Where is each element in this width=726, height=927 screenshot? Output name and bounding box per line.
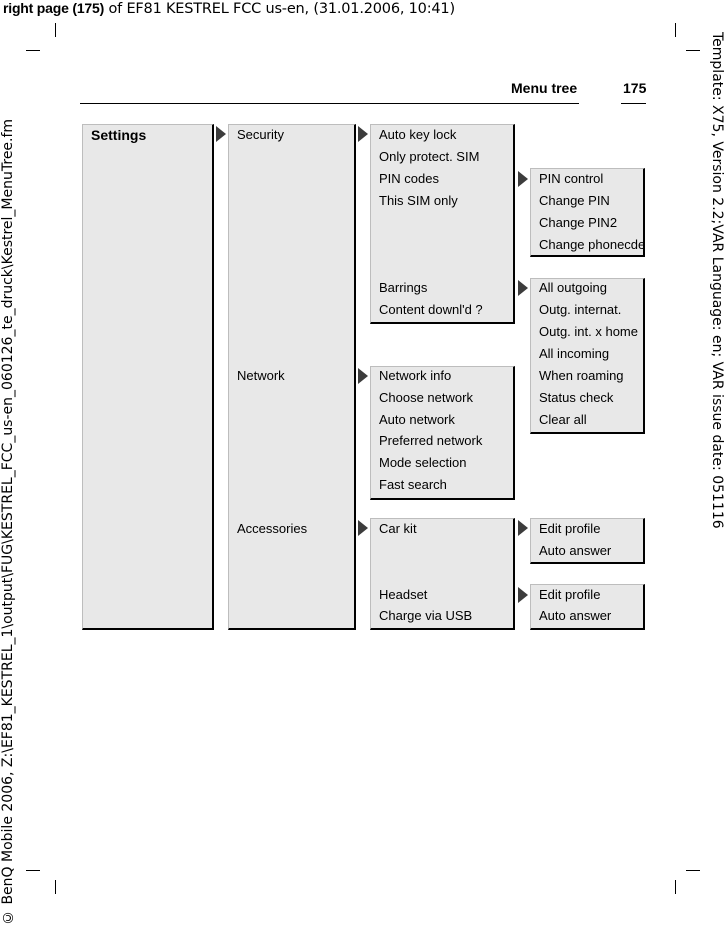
menu-item-security: Security	[237, 127, 284, 142]
arrow-right-icon	[518, 520, 528, 536]
crop-mark	[55, 23, 56, 37]
menu-item-network: Network	[237, 368, 285, 383]
menu-item-accessories: Accessories	[237, 521, 308, 536]
copyright-path: © BenQ Mobile 2006, Z:\EF81_KESTREL_1\ou…	[0, 118, 16, 925]
crop-mark	[26, 870, 40, 871]
menu-item-headset-auto-answer: Auto answer	[539, 608, 612, 623]
crop-mark	[55, 880, 56, 894]
headset-box	[530, 584, 645, 630]
menu-item-mode-selection: Mode selection	[379, 455, 467, 470]
menu-item-change-pin2: Change PIN2	[539, 215, 618, 230]
menu-item-settings: Settings	[91, 127, 147, 143]
arrow-right-icon	[216, 126, 226, 142]
crop-mark	[675, 880, 676, 894]
arrow-right-icon	[358, 520, 368, 536]
menu-item-charge-via-usb: Charge via USB	[379, 608, 473, 623]
menu-item-pin-control: PIN control	[539, 171, 604, 186]
pin-codes-box	[530, 168, 645, 257]
crop-mark	[686, 50, 700, 51]
running-head: right page (175) of EF81 KESTREL FCC us-…	[3, 0, 455, 17]
menu-item-change-phonecode: Change phonecde	[539, 237, 646, 252]
arrow-right-icon	[518, 171, 528, 187]
running-head-text: of EF81 KESTREL FCC us-en, (31.01.2006, …	[104, 1, 455, 17]
header-rule	[80, 103, 646, 104]
car-kit-box	[530, 518, 645, 564]
accessories-box	[370, 518, 515, 630]
menu-item-only-protect-sim: Only protect. SIM	[379, 149, 480, 164]
header-rule-gap	[579, 100, 621, 104]
arrow-right-icon	[518, 587, 528, 603]
arrow-right-icon	[358, 126, 368, 142]
menu-item-change-pin: Change PIN	[539, 193, 610, 208]
menu-item-headset: Headset	[379, 587, 428, 602]
template-info: Template: X75, Version 2.2;VAR Language:…	[709, 32, 725, 529]
menu-item-headset-edit-profile: Edit profile	[539, 587, 601, 602]
menu-item-outg-internat: Outg. internat.	[539, 302, 622, 317]
menu-item-car-kit: Car kit	[379, 521, 417, 536]
security-box	[370, 124, 515, 324]
menu-item-auto-key-lock: Auto key lock	[379, 127, 457, 142]
settings-box	[82, 124, 214, 630]
menu-item-fast-search: Fast search	[379, 477, 447, 492]
arrow-right-icon	[358, 368, 368, 384]
menu-item-car-kit-auto-answer: Auto answer	[539, 543, 612, 558]
menu-item-network-info: Network info	[379, 368, 452, 383]
menu-item-auto-network: Auto network	[379, 412, 455, 427]
menu-item-preferred-network: Preferred network	[379, 433, 483, 448]
network-box	[370, 366, 515, 500]
crop-mark	[686, 870, 700, 871]
crop-mark	[26, 50, 40, 51]
page-number: 175	[623, 80, 647, 96]
menu-item-this-sim-only: This SIM only	[379, 193, 458, 208]
menu-item-when-roaming: When roaming	[539, 368, 624, 383]
arrow-right-icon	[518, 280, 528, 296]
barrings-box	[530, 278, 645, 434]
menu-item-barrings: Barrings	[379, 280, 428, 295]
page-header-title: Menu tree	[511, 80, 578, 96]
running-head-prefix: right page (175)	[3, 0, 105, 16]
menu-item-content-downloaded: Content downl'd ?	[379, 302, 483, 317]
level2-box	[228, 124, 356, 630]
menu-item-all-incoming: All incoming	[539, 346, 610, 361]
menu-item-all-outgoing: All outgoing	[539, 280, 607, 295]
menu-item-status-check: Status check	[539, 390, 614, 405]
menu-item-clear-all: Clear all	[539, 412, 587, 427]
crop-mark	[675, 23, 676, 37]
menu-item-outg-int-x-home: Outg. int. x home	[539, 324, 638, 339]
menu-item-choose-network: Choose network	[379, 390, 473, 405]
menu-item-pin-codes: PIN codes	[379, 171, 439, 186]
menu-item-car-kit-edit-profile: Edit profile	[539, 521, 601, 536]
